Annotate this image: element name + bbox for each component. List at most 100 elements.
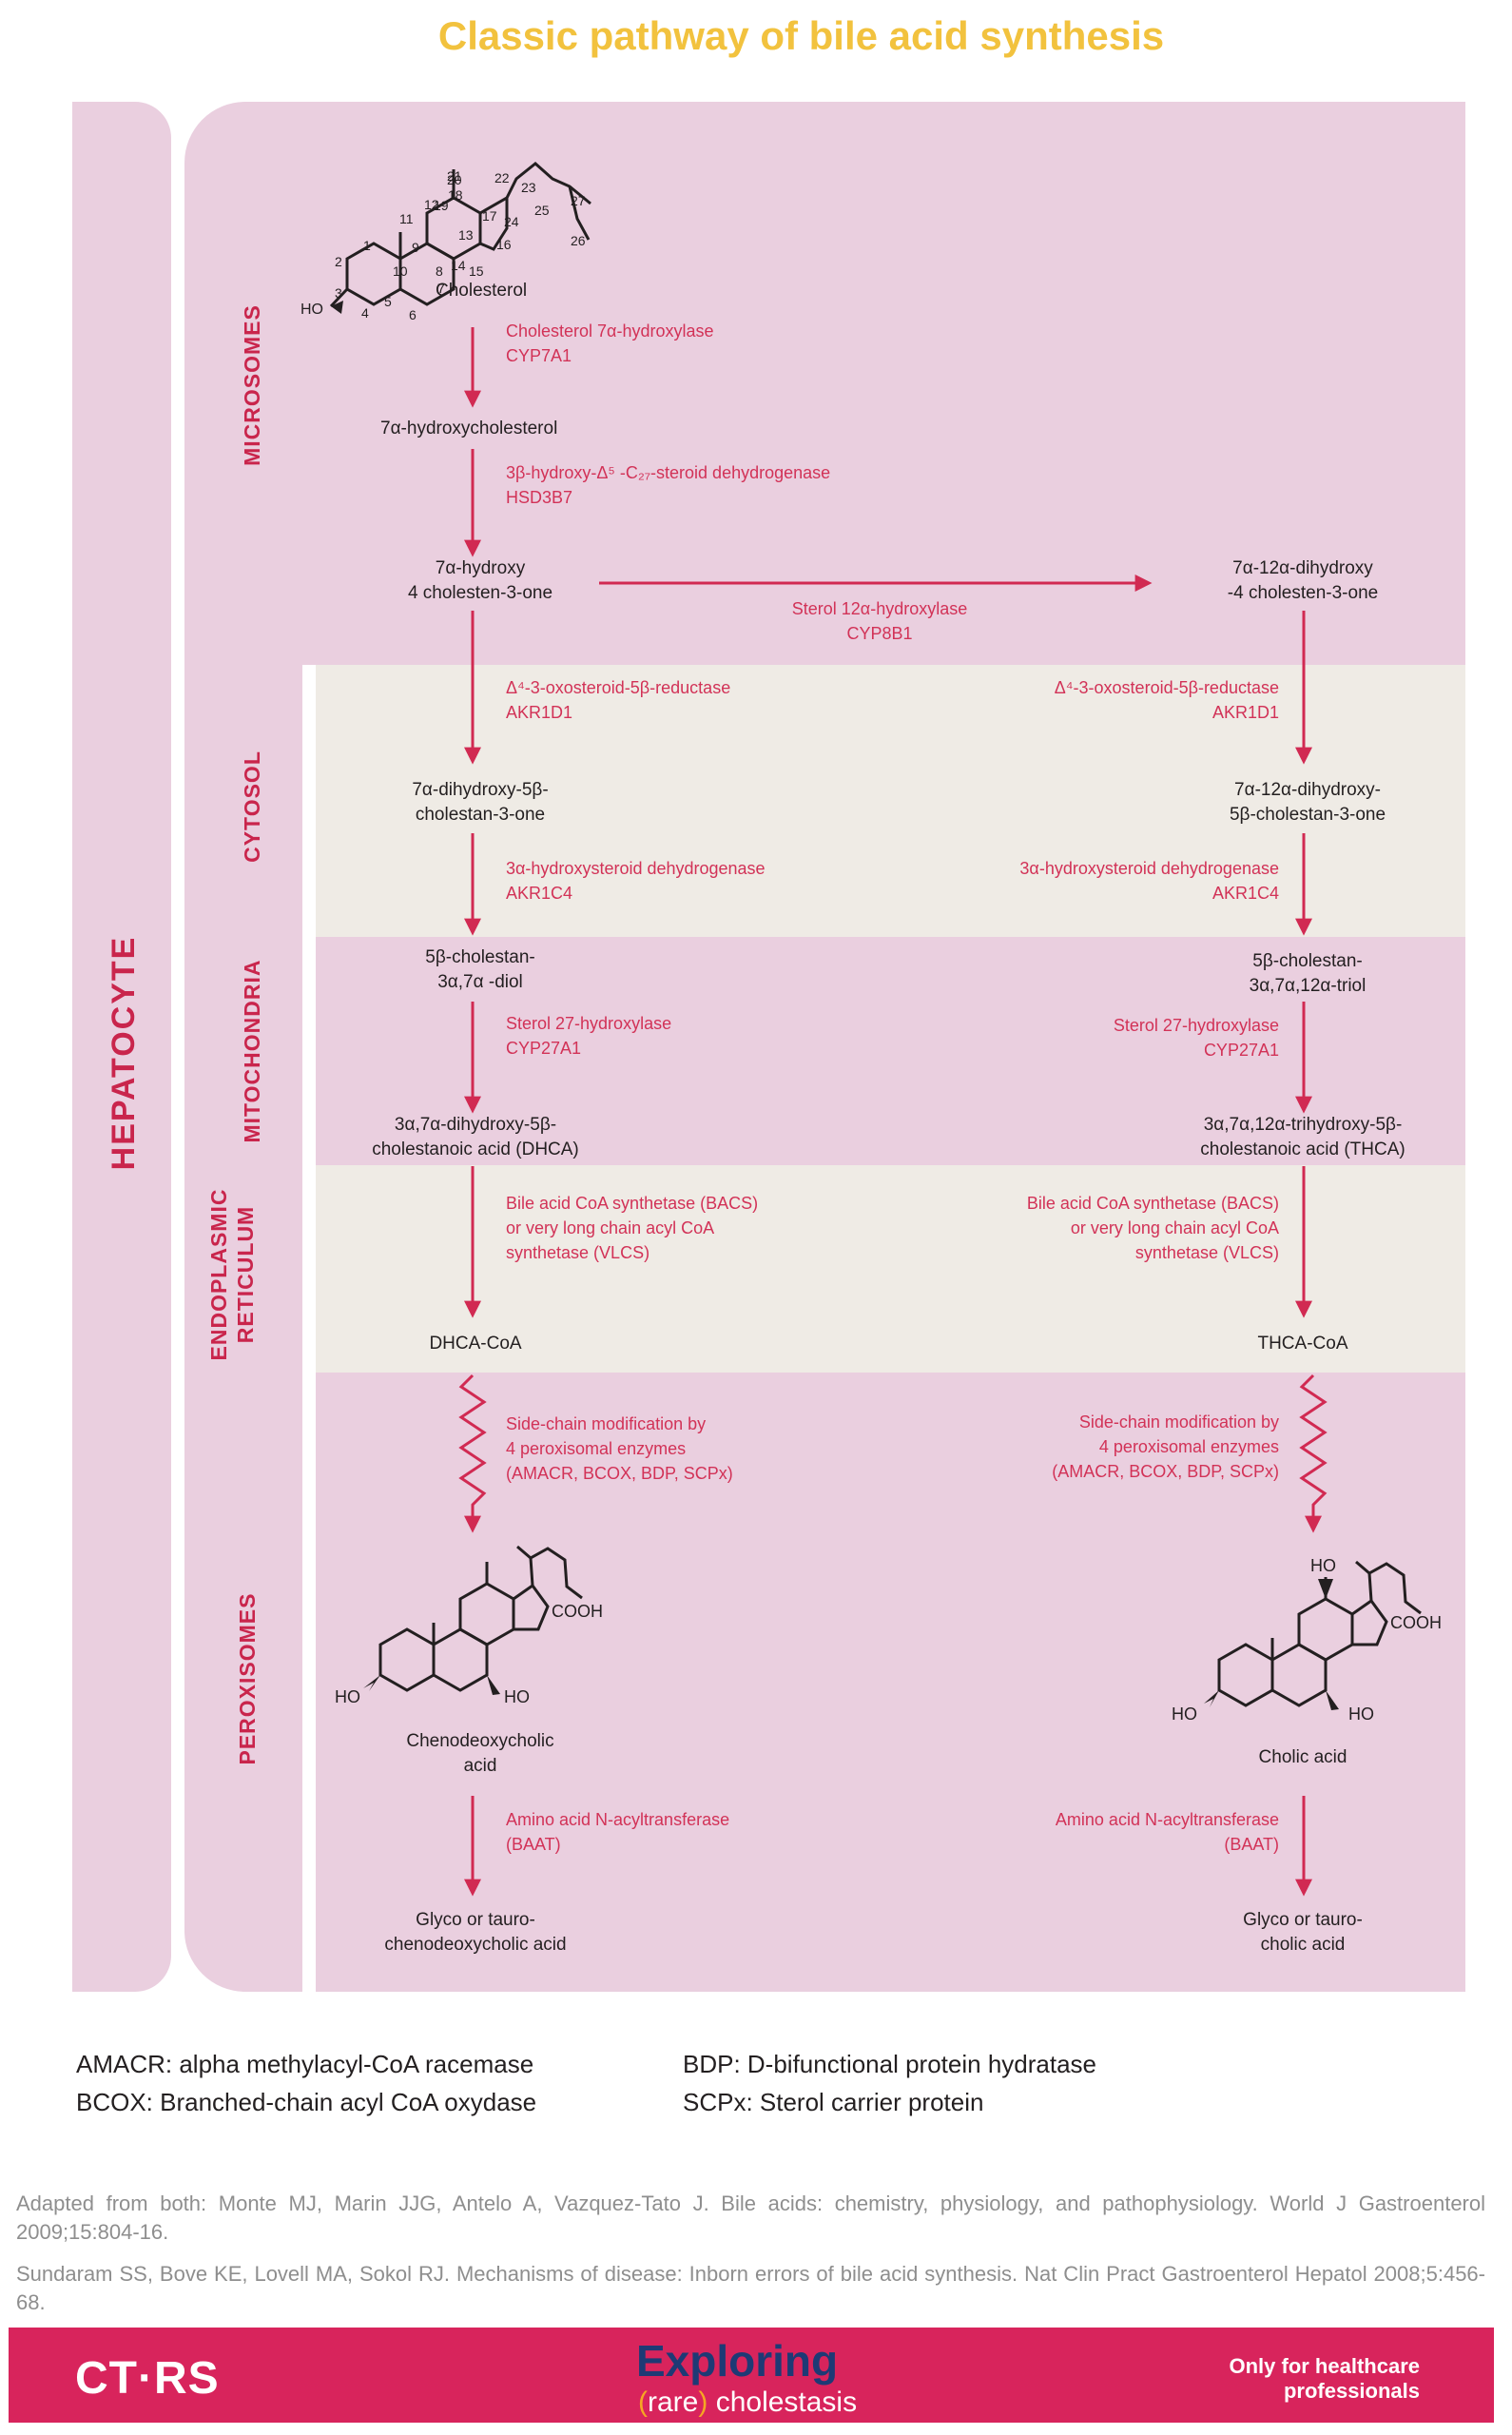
legend-left: AMACR: alpha methylacyl-CoA racemase BCO… — [76, 2045, 536, 2121]
enzyme-line: Sterol 27-hydroxylase — [1113, 1016, 1279, 1035]
atom-label: 9 — [412, 240, 419, 255]
glyco-cholic-line1: Glyco or tauro- — [1243, 1910, 1363, 1930]
audience-line1: Only for healthcare — [1229, 2354, 1420, 2378]
er-panel — [184, 1165, 1465, 1373]
thca-line2: cholestanoic acid (THCA) — [1200, 1140, 1405, 1159]
ho-label: HO — [335, 1687, 360, 1706]
enzyme-line: synthetase (VLCS) — [1134, 1243, 1279, 1262]
atom-label: 17 — [482, 208, 497, 224]
microsomes-panel — [184, 102, 1465, 665]
atom-label: 6 — [409, 307, 417, 322]
glyco-cdca-line1: Glyco or tauro- — [416, 1910, 535, 1930]
enzyme-akr1d1-right: Δ⁴-3-oxosteroid-5β-reductase AKR1D1 — [951, 675, 1279, 725]
atom-label: 3 — [335, 285, 342, 301]
legend-right: BDP: D-bifunctional protein hydratase SC… — [683, 2045, 1096, 2121]
left-diol-line2: 3α,7α -diol — [437, 972, 523, 992]
enzyme-line: AKR1D1 — [1212, 703, 1279, 722]
enzyme-line: 3α-hydroxysteroid dehydrogenase — [1019, 859, 1279, 878]
ho-wedge — [1204, 1690, 1219, 1707]
page-title: Classic pathway of bile acid synthesis — [437, 13, 1165, 58]
cholesterol-structure — [329, 162, 591, 308]
enzyme-line: or very long chain acyl CoA — [1070, 1218, 1279, 1237]
atom-label: 8 — [436, 263, 443, 279]
enzyme-line: Side-chain modification by — [506, 1414, 707, 1433]
atom-label: 10 — [393, 263, 408, 279]
atom-label: 14 — [451, 258, 466, 273]
right-triol-line2: 3α,7α,12α-triol — [1249, 976, 1367, 996]
ho-wedge — [331, 301, 343, 314]
atom-label: 5 — [384, 294, 392, 309]
peroxisomes-panel — [184, 1373, 1465, 1992]
er-label-strip — [184, 1165, 302, 1373]
audience-note: Only for healthcare professionals — [1229, 2354, 1420, 2404]
dihydroxy-cholesten-line2: -4 cholesten-3-one — [1227, 583, 1379, 603]
legend-bdp: BDP: D-bifunctional protein hydratase — [683, 2050, 1097, 2078]
right-triol-line1: 5β-cholestan- — [1252, 951, 1363, 971]
enzyme-line: AKR1C4 — [506, 884, 573, 903]
right-cytosol-line1: 7α-12α-dihydroxy- — [1234, 780, 1381, 800]
glyco-cholic-line2: cholic acid — [1260, 1935, 1346, 1955]
cytosol-panel — [184, 665, 1465, 937]
dihydroxy-cholesten-line1: 7α-12α-dihydroxy — [1232, 558, 1373, 578]
glyco-cdca-line2: chenodeoxycholic acid — [384, 1935, 567, 1955]
hydroxy-cholesten-line2: 4 cholesten-3-one — [407, 583, 553, 603]
atom-label: 23 — [521, 180, 536, 195]
ctrs-logo[interactable]: CT·RS — [75, 2353, 220, 2404]
ho-label: HO — [1172, 1704, 1197, 1724]
enzyme-line: Δ⁴-3-oxosteroid-5β-reductase — [506, 678, 731, 697]
audience-line2: professionals — [1283, 2379, 1420, 2403]
enzyme-line: Bile acid CoA synthetase (BACS) — [1026, 1194, 1279, 1213]
rare-word: rare — [648, 2386, 699, 2418]
glyco-cdca-node: Glyco or tauro- chenodeoxycholic acid — [342, 1908, 609, 1958]
atom-label: 2 — [335, 254, 342, 269]
enzyme-line: Side-chain modification by — [1078, 1412, 1279, 1432]
enzyme-line: Amino acid N-acyltransferase — [506, 1810, 730, 1829]
enzyme-line: AKR1D1 — [506, 703, 573, 722]
arrow-perox-left — [458, 1373, 487, 1533]
enzyme-line: synthetase (VLCS) — [506, 1243, 650, 1262]
rare-close: ) — [698, 2386, 708, 2418]
atom-label: 15 — [469, 263, 484, 279]
atom-label: 25 — [534, 203, 550, 218]
ho-label: HO — [1310, 1556, 1336, 1575]
enzyme-line: Amino acid N-acyltransferase — [1055, 1810, 1279, 1829]
ho-wedge — [1318, 1579, 1333, 1599]
enzyme-cyp8b1: Sterol 12α-hydroxylase CYP8B1 — [761, 596, 998, 646]
enzyme-line: HSD3B7 — [506, 488, 573, 507]
cholic-node: Cholic acid — [1258, 1747, 1347, 1767]
atom-label: 16 — [496, 237, 512, 252]
left-diol-node: 5β-cholestan- 3α,7α -diol — [361, 945, 599, 995]
atom-label: 27 — [571, 193, 586, 208]
left-cytosol-line1: 7α-dihydroxy-5β- — [412, 780, 549, 800]
right-triol-node: 5β-cholestan- 3α,7α,12α-triol — [1189, 949, 1426, 999]
arrow-perox-right — [1299, 1373, 1328, 1533]
enzyme-line: Bile acid CoA synthetase (BACS) — [506, 1194, 759, 1213]
enzyme-line: CYP27A1 — [1203, 1041, 1279, 1060]
atom-label: 22 — [494, 170, 510, 185]
enzyme-line: or very long chain acyl CoA — [506, 1218, 715, 1237]
atom-label: 24 — [504, 214, 519, 229]
ho-label: HO — [300, 302, 323, 318]
legend-bcox: BCOX: Branched-chain acyl CoA oxydase — [76, 2088, 537, 2116]
ho-wedge — [1326, 1690, 1339, 1710]
dihydroxy-cholesten-label: 7α-12α-dihydroxy -4 cholesten-3-one — [1179, 556, 1426, 606]
enzyme-line: CYP8B1 — [846, 624, 913, 643]
enzyme-line: (AMACR, BCOX, BDP, SCPx) — [1052, 1462, 1279, 1481]
cholesterol-label: Cholesterol — [436, 281, 528, 301]
legend-amacr: AMACR: alpha methylacyl-CoA racemase — [76, 2050, 534, 2078]
cdca-line1: Chenodeoxycholic — [406, 1731, 554, 1751]
enzyme-cyp27a1-right: Sterol 27-hydroxylase CYP27A1 — [951, 1013, 1279, 1062]
left-cytosol-line2: cholestan-3-one — [415, 805, 546, 825]
enzyme-perox-left: Side-chain modification by 4 peroxisomal… — [506, 1412, 733, 1486]
enzyme-cyp27a1-left: Sterol 27-hydroxylase CYP27A1 — [506, 1011, 671, 1061]
cdca-node: Chenodeoxycholic acid — [361, 1729, 599, 1779]
cholestasis-logo: (rare) cholestasis — [638, 2386, 857, 2419]
dhca-line2: cholestanoic acid (DHCA) — [372, 1140, 579, 1159]
atom-label: 20 — [447, 172, 462, 187]
right-cytosol-line2: 5β-cholestan-3-one — [1229, 805, 1386, 825]
exploring-logo[interactable]: Exploring — [636, 2336, 839, 2386]
cytosol-label-strip — [184, 665, 302, 937]
enzyme-line: CYP27A1 — [506, 1039, 582, 1058]
cooh-label: COOH — [552, 1602, 603, 1621]
cholestasis-word: cholestasis — [708, 2386, 858, 2418]
